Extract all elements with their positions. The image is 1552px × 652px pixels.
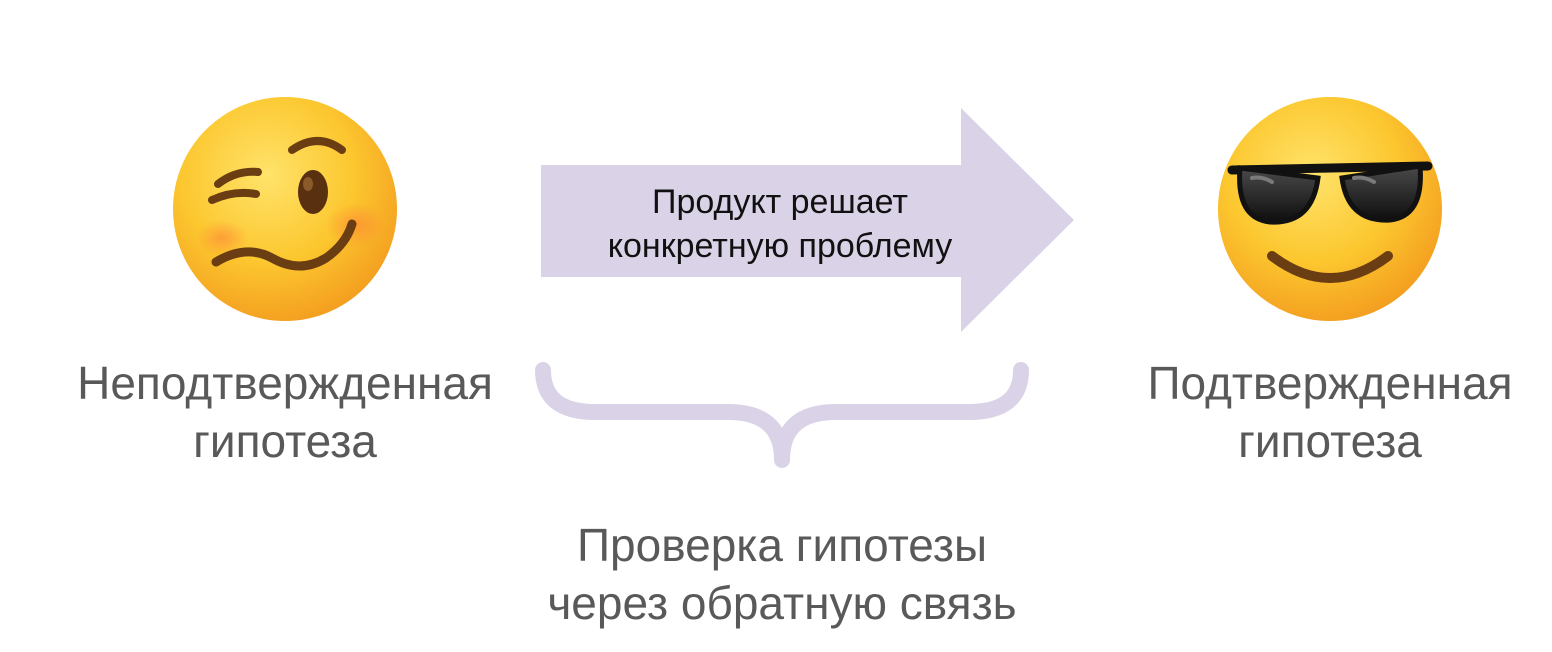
unconfirmed-hypothesis-line-1: Неподтвержденная [77, 357, 493, 409]
arrow-caption: Продукт решает конкретную проблему [560, 180, 1000, 268]
process-arrow [541, 108, 1074, 332]
smiling-face-with-sunglasses-icon [1218, 97, 1442, 321]
arrow-caption-line-2: конкретную проблему [607, 227, 953, 265]
hypothesis-validation-line-2: через обратную связь [547, 577, 1017, 629]
hypothesis-validation-line-1: Проверка гипотезы [576, 519, 988, 571]
unconfirmed-hypothesis-label: Неподтвержденная гипотеза [40, 354, 530, 470]
unconfirmed-hypothesis-line-2: гипотеза [193, 415, 377, 467]
confirmed-hypothesis-label: Подтвержденная гипотеза [1110, 354, 1550, 470]
hypothesis-validation-label: Проверка гипотезы через обратную связь [482, 516, 1082, 632]
curly-brace [535, 362, 1029, 468]
confirmed-hypothesis-line-1: Подтвержденная [1147, 357, 1513, 409]
confirmed-hypothesis-line-2: гипотеза [1238, 415, 1422, 467]
woozy-face-icon [173, 97, 397, 321]
arrow-caption-line-1: Продукт решает [652, 183, 908, 221]
